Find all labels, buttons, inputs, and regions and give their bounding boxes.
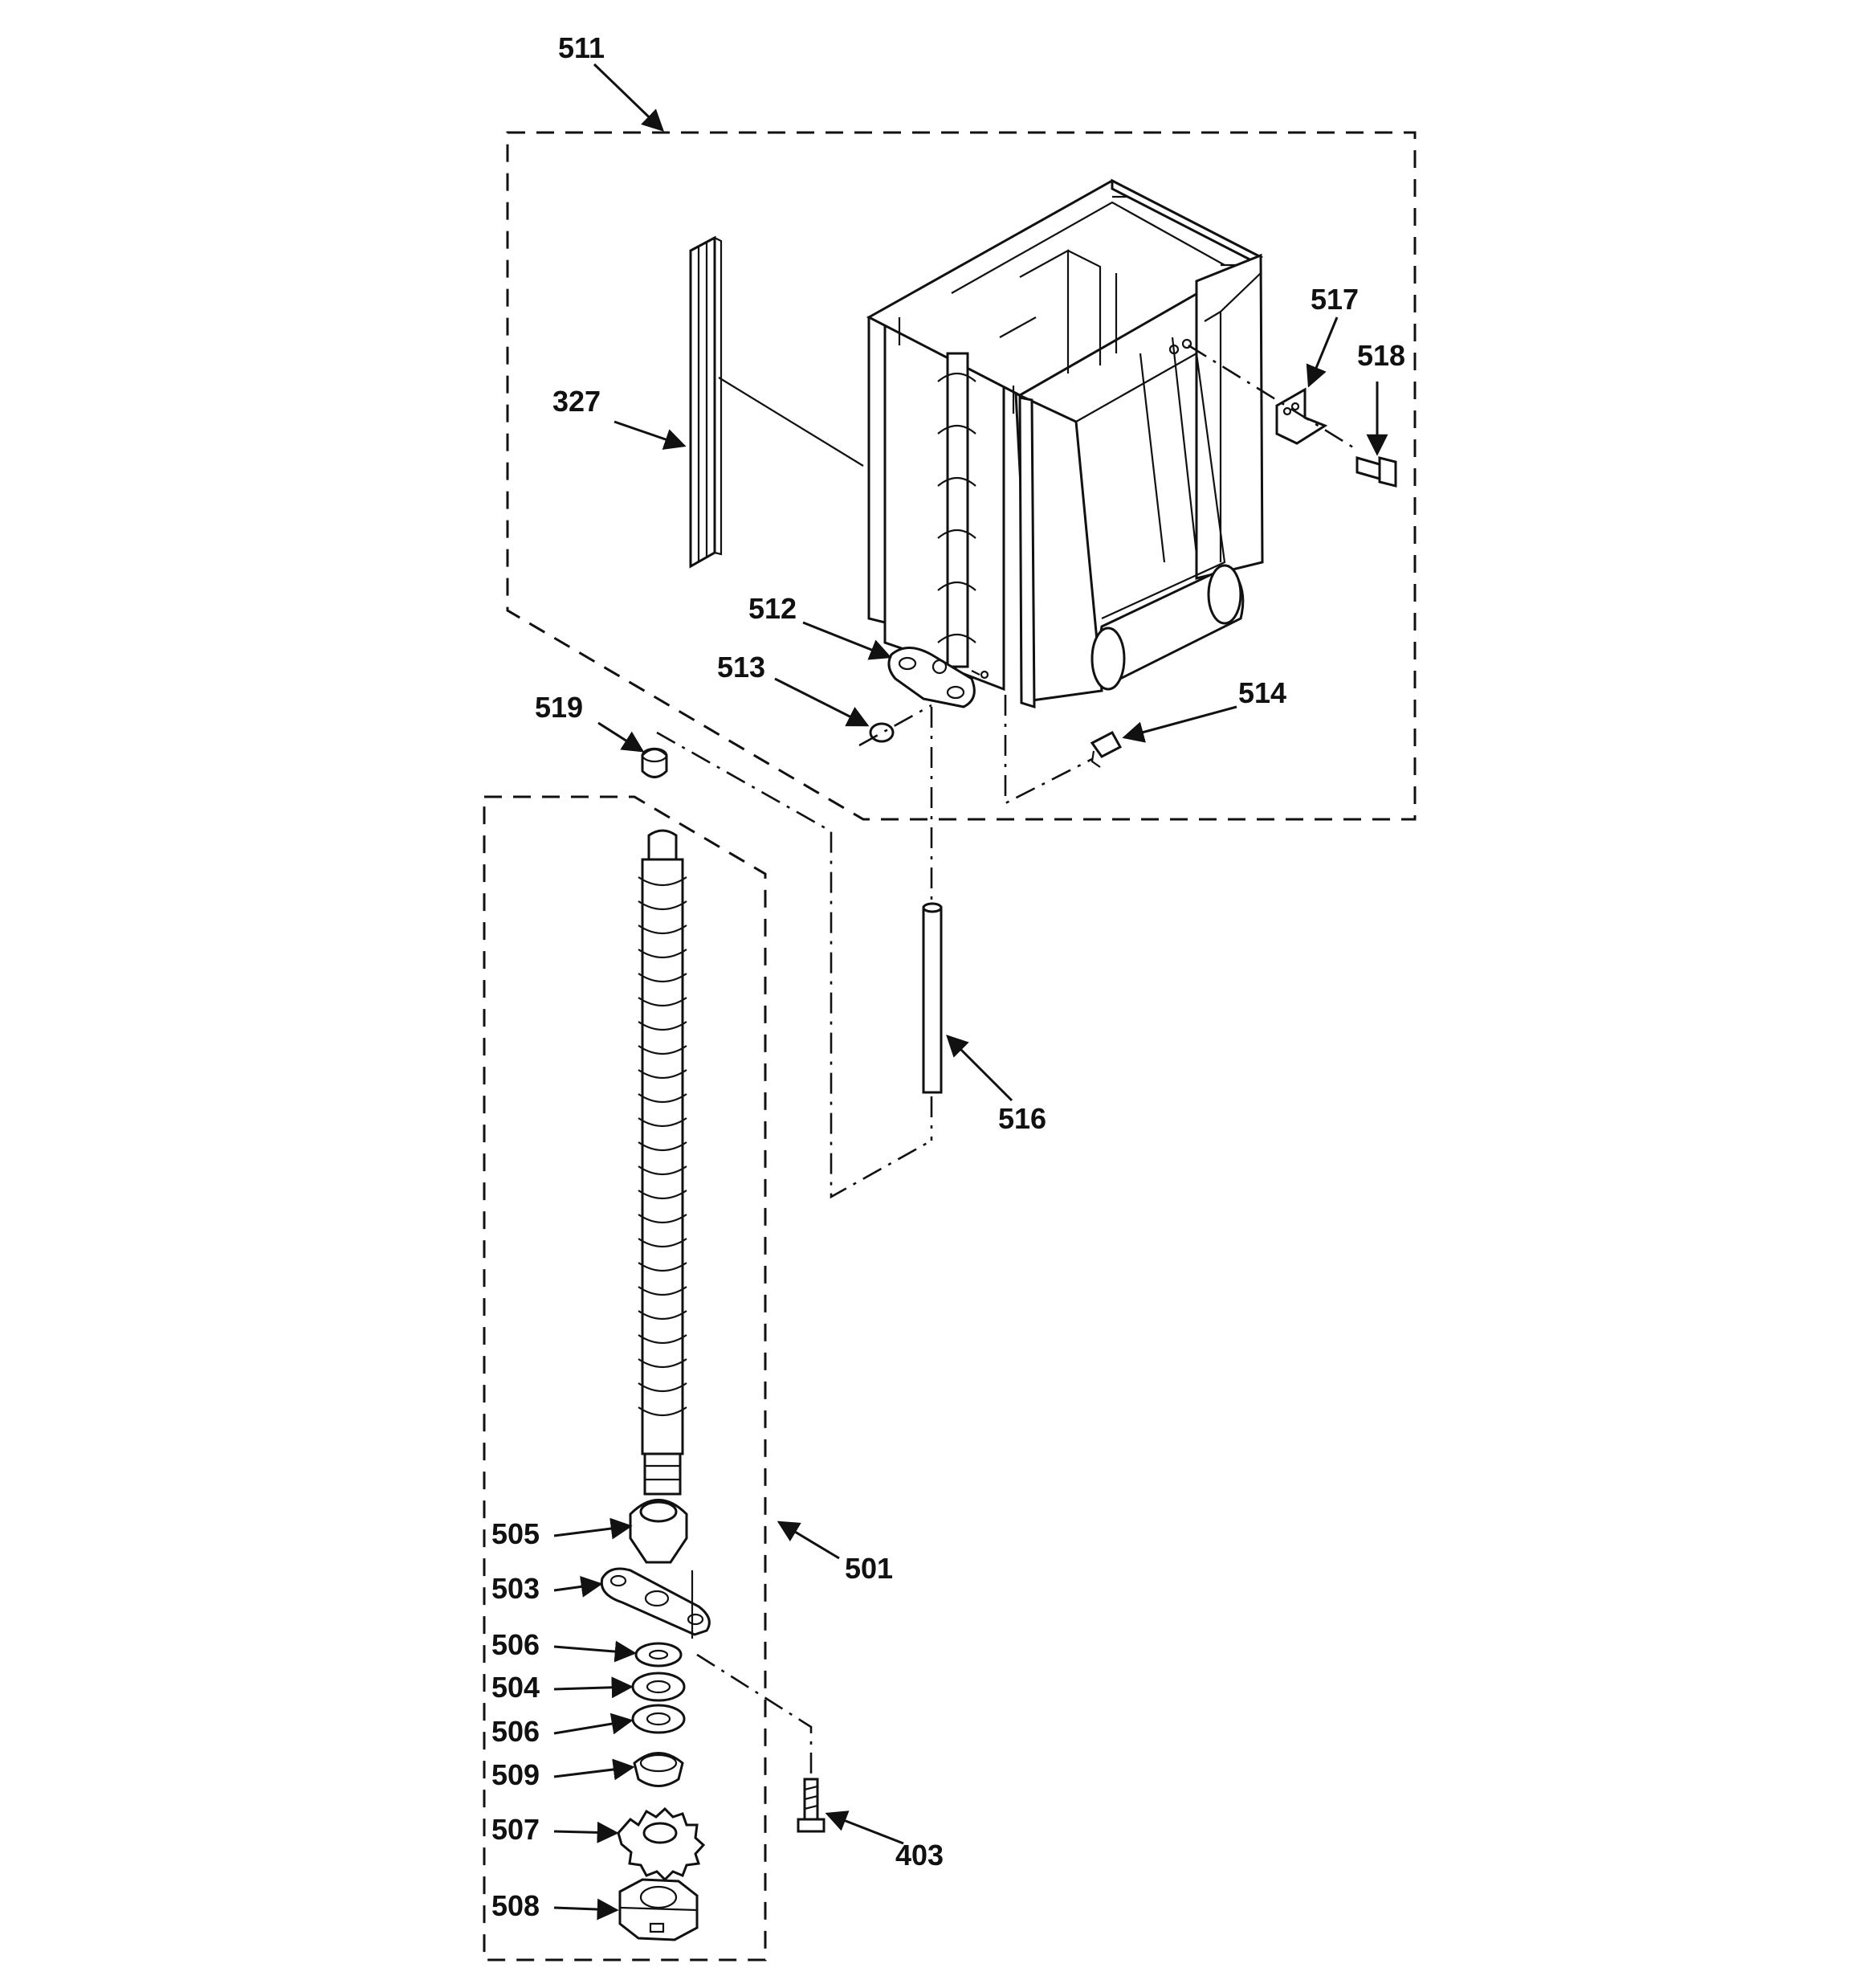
callout-508: 508 <box>491 1889 540 1922</box>
part-505-bearing <box>629 1499 688 1564</box>
part-509-bushing <box>633 1752 684 1787</box>
part-514-screw <box>1004 695 1123 806</box>
callout-517: 517 <box>1311 283 1359 316</box>
callout-labels: 511 327 517 518 512 513 514 519 516 505 … <box>491 31 1405 1922</box>
assembly-501-boundary <box>483 795 767 1961</box>
part-504-thrust-bearing <box>631 1672 686 1702</box>
bucket-auger <box>937 352 976 668</box>
callout-507: 507 <box>491 1813 540 1846</box>
callout-504: 504 <box>491 1671 540 1704</box>
connection-line-403 <box>696 1653 813 1779</box>
callout-327: 327 <box>552 385 601 418</box>
part-403-screw <box>797 1778 826 1833</box>
assembly-511-boundary <box>506 131 1417 821</box>
part-506-washer-lower <box>631 1704 686 1734</box>
callout-511: 511 <box>558 31 605 64</box>
part-506-washer-upper <box>634 1642 683 1668</box>
bucket-housing <box>866 178 1264 709</box>
part-519-cap <box>641 747 668 778</box>
auger-shaft <box>638 829 687 1496</box>
part-512-bracket <box>887 647 989 708</box>
callout-506-lower: 506 <box>491 1715 540 1748</box>
part-513-washer <box>858 704 932 747</box>
callout-503: 503 <box>491 1572 540 1605</box>
callout-509: 509 <box>491 1758 540 1791</box>
callout-403: 403 <box>895 1839 944 1872</box>
part-508-nut <box>618 1878 699 1941</box>
callout-506-upper: 506 <box>491 1628 540 1661</box>
callout-512: 512 <box>748 592 797 625</box>
callout-501: 501 <box>845 1552 893 1585</box>
part-517-bracket <box>1188 344 1358 451</box>
part-327-strip <box>689 235 864 569</box>
callout-518: 518 <box>1357 339 1405 372</box>
callout-516: 516 <box>998 1102 1046 1135</box>
callout-519: 519 <box>535 691 583 724</box>
callout-505: 505 <box>491 1517 540 1550</box>
part-507-sprocket <box>617 1806 706 1882</box>
leader-arrows <box>553 63 1388 1921</box>
part-503-plate <box>600 1567 711 1639</box>
part-516-rod <box>922 902 943 1094</box>
callout-513: 513 <box>717 651 765 684</box>
connection-line-519 <box>656 731 932 1199</box>
part-518-screw <box>1355 456 1397 488</box>
callout-514: 514 <box>1238 676 1286 709</box>
